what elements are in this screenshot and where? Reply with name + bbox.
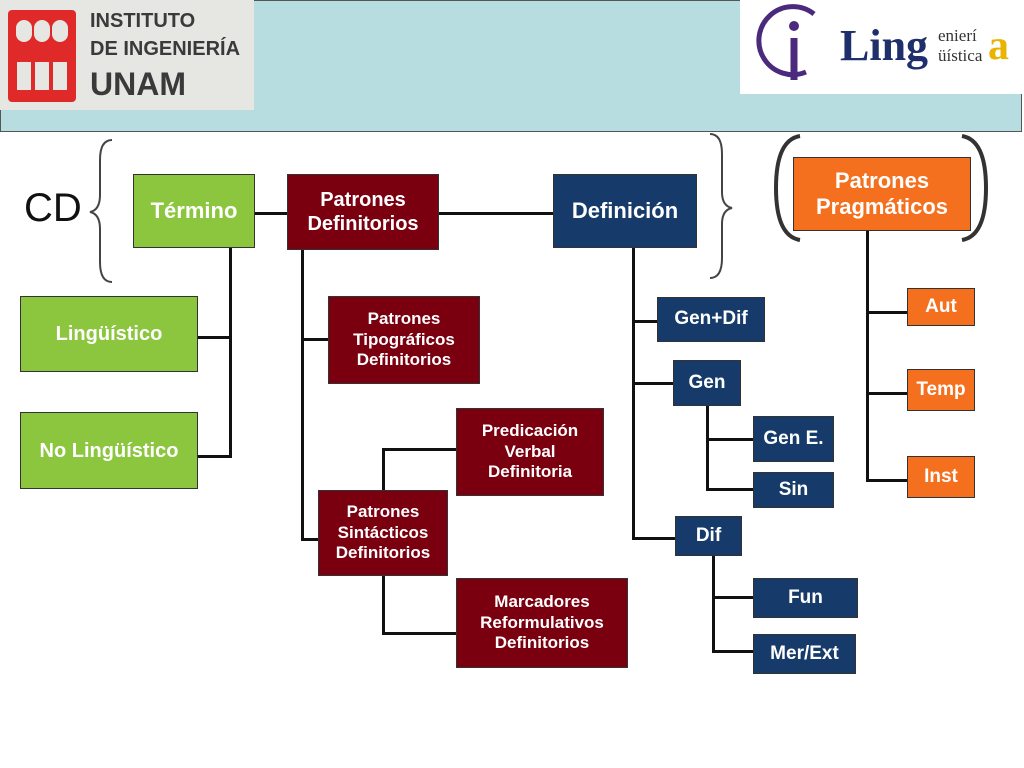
patrones-tipograficos-line: Patrones: [367, 309, 441, 329]
inst-label: Inst: [924, 465, 958, 487]
no-linguistico-label: No Lingüístico: [39, 439, 179, 462]
patrones-pragmaticos-node: Patrones Pragmáticos: [793, 157, 971, 231]
patrones-definitorios-line: Patrones: [320, 189, 406, 211]
sin-label: Sin: [778, 478, 809, 500]
paren-left-icon: [773, 134, 801, 242]
brace-left-icon: [89, 139, 113, 283]
linguistico-node: Lingüístico: [20, 296, 198, 372]
termino-node: Término: [133, 174, 255, 248]
brand-name-a: a: [988, 23, 1009, 69]
patrones-pragmaticos-line: Patrones: [834, 167, 930, 193]
paren-right-icon: [961, 134, 989, 242]
predicacion-verbal-line: Definitoria: [487, 462, 573, 482]
brace-right-icon: [709, 133, 733, 279]
patrones-definitorios-line: Definitorios: [307, 213, 419, 235]
patrones-sintacticos-line: Definitorios: [335, 543, 431, 563]
definicion-label: Definición: [571, 197, 679, 223]
no-linguistico-node: No Lingüístico: [20, 412, 198, 489]
patrones-tipograficos-line: Tipográficos: [353, 329, 455, 349]
institute-name-line1: INSTITUTO: [90, 10, 196, 32]
temp-label: Temp: [916, 378, 966, 400]
aut-label: Aut: [925, 295, 957, 317]
marcadores-reformulativos-line: Marcadores: [494, 592, 590, 612]
marcadores-reformulativos-node: Marcadores Reformulativos Definitorios: [456, 578, 628, 668]
institute-shield-icon: [8, 10, 76, 102]
patrones-sintacticos-line: Patrones: [346, 502, 420, 522]
dif-node: Dif: [675, 516, 742, 556]
patrones-definitorios-node: Patrones Definitorios: [287, 174, 439, 250]
temp-node: Temp: [907, 369, 975, 411]
mer-ext-node: Mer/Ext: [753, 634, 856, 674]
gil-logo: Ling enierí üística a: [740, 0, 1022, 94]
gen-dif-label: Gen+Dif: [674, 308, 748, 330]
linguistico-label: Lingüístico: [55, 323, 163, 345]
cd-label: CD: [24, 186, 82, 230]
institute-name-line3: UNAM: [90, 66, 186, 102]
gen-label: Gen: [688, 371, 726, 393]
predicacion-verbal-line: Predicación: [481, 421, 579, 441]
marcadores-reformulativos-line: Definitorios: [494, 633, 590, 653]
definicion-node: Definición: [553, 174, 697, 248]
patrones-sintacticos-line: Sintácticos: [337, 522, 429, 542]
predicacion-verbal-node: Predicación Verbal Definitoria: [456, 408, 604, 496]
predicacion-verbal-line: Verbal: [504, 441, 556, 461]
termino-label: Término: [150, 197, 238, 223]
patrones-tipograficos-line: Definitorios: [356, 350, 452, 370]
gil-emblem-icon: [756, 4, 816, 80]
gen-dif-node: Gen+Dif: [657, 297, 765, 342]
unam-logo: INSTITUTO DE INGENIERÍA UNAM: [0, 0, 254, 110]
mer-ext-label: Mer/Ext: [770, 642, 839, 664]
patrones-sintacticos-node: Patrones Sintácticos Definitorios: [318, 490, 448, 576]
gen-e-label: Gen E.: [763, 427, 824, 449]
patrones-tipograficos-node: Patrones Tipográficos Definitorios: [328, 296, 480, 384]
fun-label: Fun: [788, 586, 823, 608]
brand-name-enieri: enierí: [938, 26, 977, 45]
gen-e-node: Gen E.: [753, 416, 834, 462]
gen-node: Gen: [673, 360, 741, 406]
fun-node: Fun: [753, 578, 858, 618]
institute-name-line2: DE INGENIERÍA: [90, 38, 241, 60]
brand-name-uistic: üística: [938, 46, 983, 65]
marcadores-reformulativos-line: Reformulativos: [480, 612, 604, 632]
aut-node: Aut: [907, 288, 975, 326]
sin-node: Sin: [753, 472, 834, 508]
brand-name-ling: Ling: [840, 21, 929, 70]
inst-node: Inst: [907, 456, 975, 498]
dif-label: Dif: [695, 524, 722, 546]
patrones-pragmaticos-line: Pragmáticos: [815, 194, 949, 219]
